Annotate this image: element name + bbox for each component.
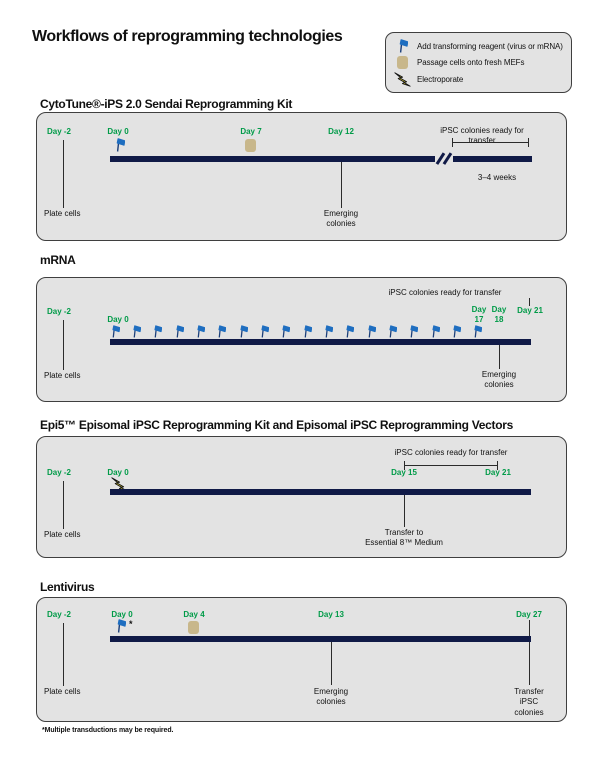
dropline-transfer: [529, 642, 530, 685]
flag-row: [37, 325, 568, 339]
flag-icon: [280, 325, 291, 338]
timeline-bar: [110, 489, 531, 495]
flag-icon: [259, 325, 270, 338]
day-label-minus2: Day -2: [46, 610, 72, 619]
timeline-bar-end: [531, 156, 532, 162]
flag-icon: [131, 325, 142, 338]
page-title: Workflows of reprogramming technologies: [32, 28, 343, 45]
dropline-emerging: [331, 642, 332, 685]
day-label-21: Day 21: [485, 468, 511, 477]
legend-item-electroporate: Electroporate: [393, 71, 565, 87]
legend-item-label: Passage cells onto fresh MEFs: [417, 58, 525, 67]
day-label-0: Day 0: [107, 127, 129, 136]
flag-icon: [430, 325, 441, 338]
passage-icon: [393, 56, 411, 69]
footnote: *Multiple transductions may be required.: [42, 727, 174, 734]
panel-title-epi5: Epi5™ Episomal iPSC Reprogramming Kit an…: [40, 418, 514, 432]
legend-item-label: Electroporate: [417, 74, 464, 84]
day-label-minus2: Day -2: [46, 468, 72, 477]
flag-icon: [238, 325, 248, 338]
flag-icon: [216, 325, 227, 338]
plate-cells-label: Plate cells: [44, 209, 81, 218]
panel-epi5: iPSC colonies ready for transfer Day -2 …: [36, 436, 567, 558]
panel-mrna: iPSC colonies ready for transfer Day -2 …: [36, 277, 567, 402]
day-label-minus2: Day -2: [46, 127, 72, 136]
flag-icon: [393, 39, 411, 53]
ipsc-ready-tick: [529, 298, 530, 306]
emerging-colonies-label: Emerging colonies: [481, 370, 517, 390]
legend-item-add-reagent: Add transforming reagent (virus or mRNA): [393, 38, 565, 54]
footnote-mark: *: [129, 619, 133, 629]
plate-cells-label: Plate cells: [44, 687, 81, 696]
day27-tick: [529, 620, 530, 636]
transfer-ipsc-label: Transfer iPSC colonies: [514, 687, 544, 717]
legend-item-label: Add transforming reagent (virus or mRNA): [417, 41, 563, 51]
day-label-4: Day 4: [183, 610, 205, 619]
flag-icon: [387, 325, 398, 338]
timeline-bar: [110, 339, 531, 345]
day-label-0: Day 0: [111, 610, 133, 619]
day-label-17: Day 17: [471, 305, 487, 324]
flag-icon: [152, 325, 163, 338]
day-label-0: Day 0: [107, 468, 129, 477]
flag-icon: [110, 325, 120, 338]
emerging-colonies-label: Emerging colonies: [313, 687, 349, 707]
plate-cells-label: Plate cells: [44, 371, 81, 380]
day-label-27: Day 27: [516, 610, 542, 619]
flag-icon: [344, 325, 355, 338]
day-label-13: Day 13: [318, 610, 344, 619]
ipsc-ready-label: iPSC colonies ready for transfer: [440, 126, 524, 146]
flag-icon: [408, 325, 419, 338]
passage-icon: [188, 621, 199, 634]
flag-icon: [366, 325, 376, 338]
panel-title-lentivirus: Lentivirus: [40, 580, 95, 594]
transfer-medium-label: Transfer to Essential 8™ Medium: [365, 528, 443, 548]
flag-icon: [195, 325, 206, 338]
flag-icon: [174, 325, 184, 338]
legend-item-passage: Passage cells onto fresh MEFs: [393, 55, 565, 71]
timeline-break-icon: [435, 152, 453, 165]
timeline-bar: [110, 636, 531, 642]
dropline-plate-cells: [63, 140, 64, 208]
transfer-window-bracket: [404, 461, 498, 470]
flag-icon: [472, 325, 483, 338]
dropline-emerging: [499, 345, 500, 369]
panel-title-mrna: mRNA: [40, 253, 76, 267]
flag-icon: [114, 138, 126, 152]
dropline-plate-cells: [63, 320, 64, 370]
dropline-plate-cells: [63, 623, 64, 686]
panel-title-cytotune: CytoTune®-iPS 2.0 Sendai Reprogramming K…: [40, 97, 293, 111]
day-label-12: Day 12: [328, 127, 354, 136]
transfer-window-bracket: [452, 138, 529, 147]
passage-icon: [245, 139, 256, 152]
day-label-18: Day 18: [491, 305, 507, 324]
timeline-bar: [110, 156, 531, 162]
day-label-21: Day 21: [517, 306, 543, 315]
ipsc-ready-label: iPSC colonies ready for transfer: [388, 288, 502, 297]
flag-icon: [323, 325, 334, 338]
flag-icon: [451, 325, 462, 338]
day-label-minus2: Day -2: [46, 307, 72, 316]
plate-cells-label: Plate cells: [44, 530, 81, 539]
flag-icon: [302, 325, 312, 338]
dropline-transfer: [404, 495, 405, 527]
dropline-emerging: [341, 162, 342, 208]
ipsc-ready-label: iPSC colonies ready for transfer: [394, 448, 508, 457]
flag-icon: [115, 619, 127, 633]
day-label-15: Day 15: [391, 468, 417, 477]
electroporate-icon: [393, 71, 411, 87]
day-label-7: Day 7: [240, 127, 262, 136]
panel-lentivirus: Day -2 Day 0 Day 4 Day 13 Day 27 * Plate…: [36, 597, 567, 722]
legend: Add transforming reagent (virus or mRNA)…: [385, 32, 572, 93]
emerging-colonies-label: Emerging colonies: [323, 209, 359, 229]
duration-label: 3–4 weeks: [477, 173, 517, 182]
dropline-plate-cells: [63, 481, 64, 529]
panel-cytotune: Day -2 Day 0 Day 7 Day 12 iPSC colonies …: [36, 112, 567, 241]
day-label-0: Day 0: [107, 315, 129, 324]
